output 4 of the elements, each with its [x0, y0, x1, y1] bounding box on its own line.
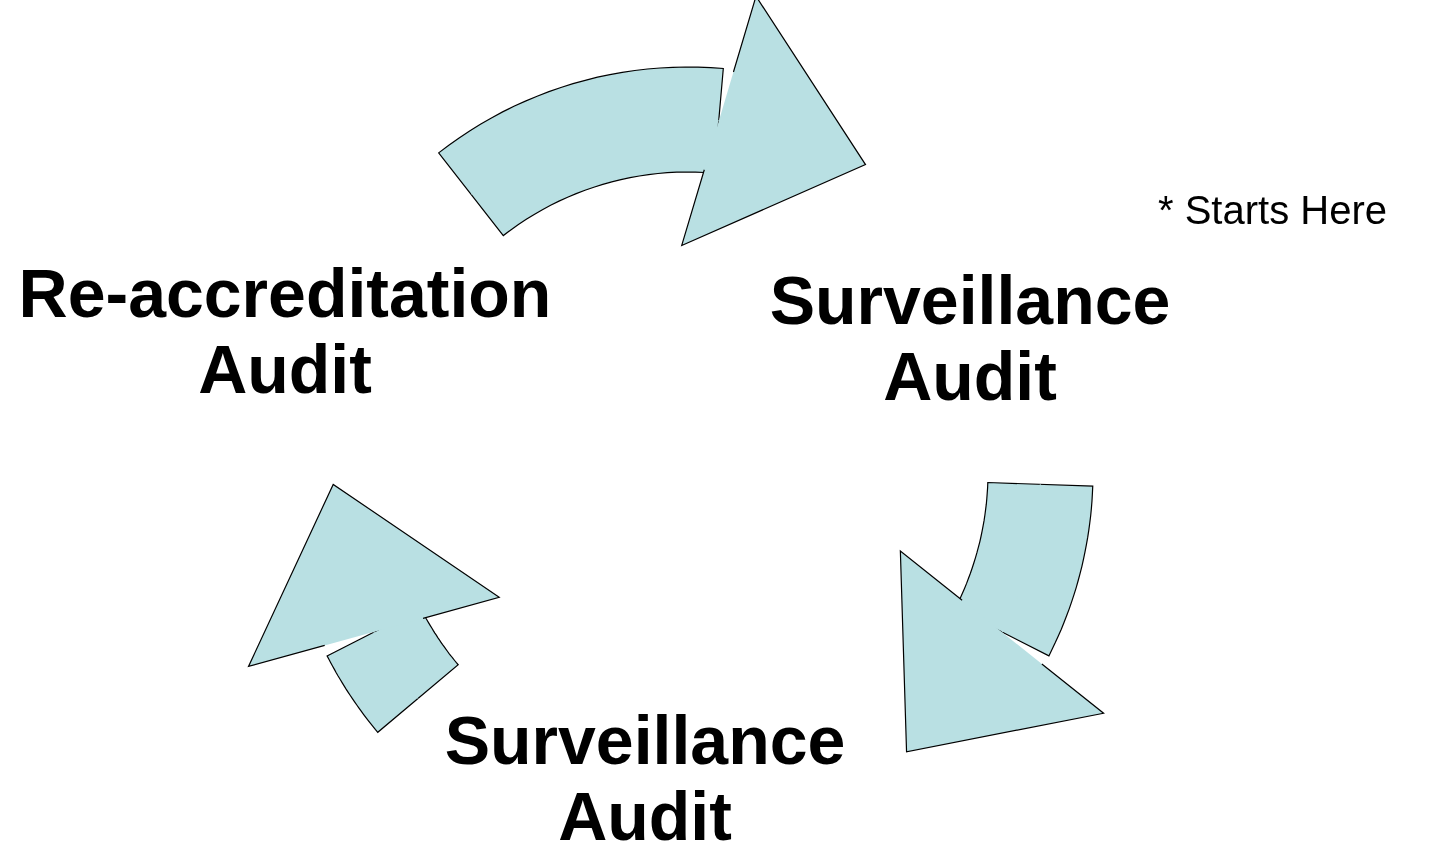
note: * Starts Here [1158, 188, 1387, 233]
step-label: Re-accreditation Audit [17, 255, 553, 407]
step-label: Surveillance Audit [443, 702, 847, 854]
step-label: Surveillance Audit [768, 262, 1172, 414]
